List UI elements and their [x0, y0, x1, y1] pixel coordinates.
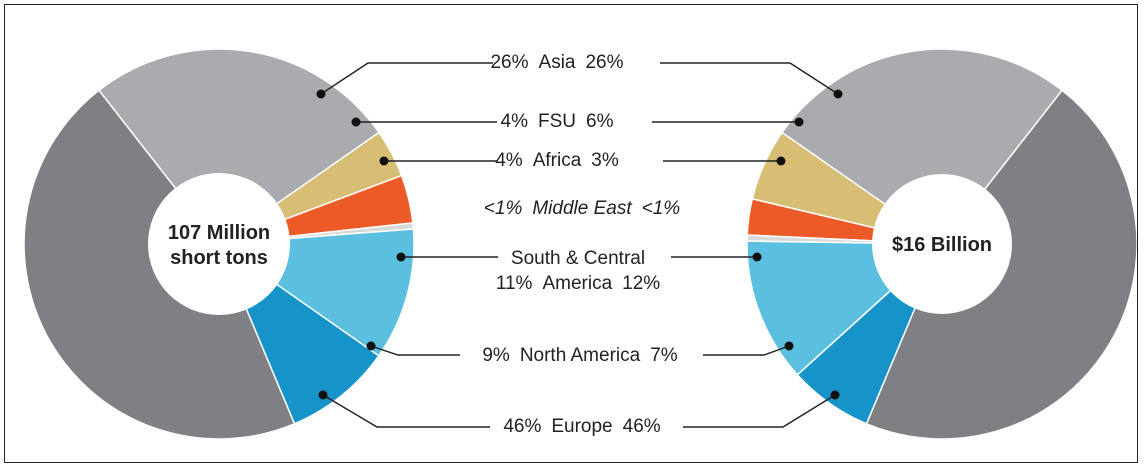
label-north-america-left-value: 9%: [482, 345, 510, 366]
connector-dot-right-fsu: [794, 117, 804, 127]
left-center-hole: [148, 173, 290, 315]
connector-dot-left-asia: [316, 89, 326, 99]
left-center-label-line2: short tons: [170, 247, 268, 269]
connector-right-north-america: [703, 345, 790, 356]
label-fsu-region: FSU: [538, 111, 576, 132]
label-europe-right-value: 46%: [623, 416, 661, 437]
label-fsu-right-value: 6%: [586, 111, 614, 132]
label-middle-east: <1% Middle East <1%: [484, 198, 681, 219]
right-center-label: $16 Billion: [892, 234, 992, 256]
connector-dot-right-europe: [830, 390, 840, 400]
label-asia: 26% Asia 26%: [490, 52, 623, 73]
connector-dot-left-south-central: [396, 252, 406, 262]
connector-dot-right-north-america: [784, 341, 794, 351]
chart-frame: 107 Million short tons $16 Billion 26% As…: [4, 4, 1138, 463]
connector-dot-right-africa: [776, 156, 786, 166]
pie-chart-canvas: 107 Million short tons $16 Billion 26% As…: [23, 48, 1137, 440]
label-europe: 46% Europe 46%: [503, 416, 660, 437]
connector-left-europe: [322, 394, 490, 428]
connector-dot-right-south-central: [752, 252, 762, 262]
label-south-central-left-value: 11%: [496, 273, 533, 294]
connector-left-asia: [320, 62, 493, 95]
label-asia-region: Asia: [539, 52, 576, 73]
label-europe-region: Europe: [551, 416, 612, 437]
label-south-central-line2: 11% America 12%: [496, 273, 660, 294]
connector-dot-left-north-america: [366, 341, 376, 351]
left-center-label-line1: 107 Million: [168, 222, 270, 244]
label-fsu: 4% FSU 6%: [501, 111, 614, 132]
label-middle-east-right-value: <1%: [642, 198, 681, 219]
label-africa: 4% Africa 3%: [495, 150, 619, 171]
connector-lines: [316, 62, 843, 428]
label-fsu-left-value: 4%: [501, 111, 529, 132]
label-europe-left-value: 46%: [503, 416, 541, 437]
label-south-central-line1: South & Central: [511, 248, 645, 269]
connector-left-north-america: [370, 345, 460, 356]
connector-dot-left-fsu: [351, 117, 361, 127]
label-north-america: 9% North America 7%: [482, 345, 677, 366]
label-asia-right-value: 26%: [585, 52, 623, 73]
connector-dot-right-asia: [833, 89, 843, 99]
right-pie-slice-asia: [780, 48, 1064, 246]
label-africa-region: Africa: [533, 150, 582, 171]
right-center-hole: [872, 174, 1012, 314]
label-north-america-right-value: 7%: [650, 345, 678, 366]
left-pie-slice-asia: [97, 48, 381, 246]
label-north-america-region: North America: [520, 345, 641, 366]
connector-dot-left-africa: [379, 156, 389, 166]
label-middle-east-left-value: <1%: [484, 198, 523, 219]
label-asia-left-value: 26%: [490, 52, 528, 73]
label-south-central-right-value: 12%: [622, 273, 660, 294]
connector-right-asia: [660, 62, 839, 95]
connector-right-europe: [683, 394, 836, 428]
connector-dot-left-europe: [318, 390, 328, 400]
label-africa-left-value: 4%: [495, 150, 523, 171]
label-south-central-region: America: [542, 273, 612, 294]
label-africa-right-value: 3%: [591, 150, 619, 171]
label-middle-east-region: Middle East: [532, 198, 632, 219]
